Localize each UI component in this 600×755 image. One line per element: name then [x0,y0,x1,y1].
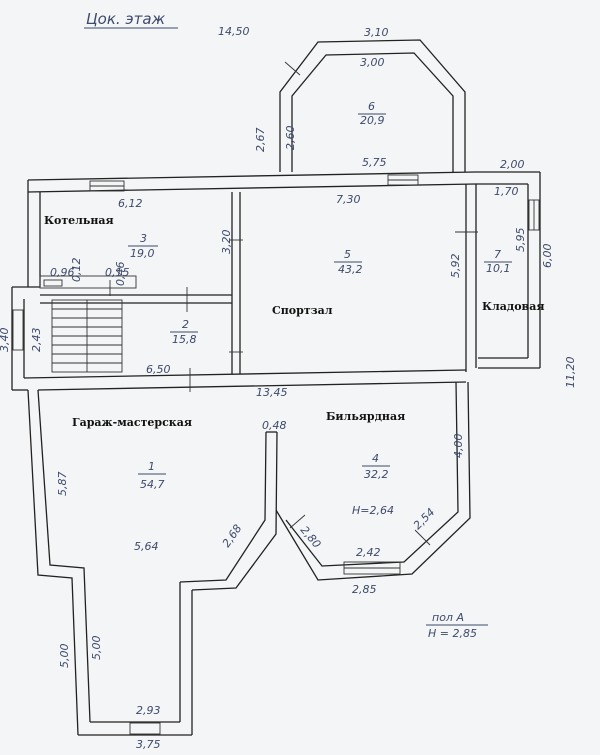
dim-storage-side-inner: 5,95 [514,228,527,253]
room-area: 54,7 [140,478,165,491]
room-5-tag: 5 43,2 [334,248,363,276]
dim-middle-width: 13,45 [256,386,288,399]
room-area: 32,2 [364,468,389,481]
room-area: 19,0 [130,247,155,260]
dim-corridor-bottom: 6,50 [146,363,171,376]
room-2-tag: 2 15,8 [170,318,198,346]
dim-bay-right-wall: 2,54 [411,506,438,533]
dim-lower-left-outer: 5,00 [58,644,71,669]
room-area: 10,1 [486,262,511,275]
room-6-tag: 6 20,9 [358,100,386,127]
dim-left-height: 3,40 [0,328,11,353]
door-marks [109,231,478,392]
room-name-storage: Кладовая [482,300,544,313]
dim-billiard-right: 4,00 [452,434,465,459]
room-name-garage: Гараж-мастерская [72,416,192,429]
dim-storage-side-outer: 6,00 [541,244,554,269]
room-area: 20,9 [360,114,385,127]
dim-bay-bottom-inner: 2,42 [356,546,381,559]
room-number: 7 [494,248,501,261]
floor-note-line1: пол А [432,611,464,624]
dim-small-b: 0,12 [70,258,83,283]
staircase [39,275,137,373]
room-4-tag: 4 32,2 H=2,64 [352,452,394,517]
room-area: 43,2 [338,263,363,276]
room-number: 2 [182,318,189,331]
dim-garage-left-outer: 5,87 [56,472,69,497]
dim-bay-top-outer: 3,10 [364,26,389,39]
dim-storage-top-outer: 2,00 [500,158,525,171]
dim-small-c: 0,15 [105,266,130,279]
room-number: 3 [140,232,147,245]
room-1-tag: 1 54,7 [138,460,166,491]
dim-gym-top: 7,30 [336,193,361,206]
dim-overall-height: 11,20 [564,357,577,389]
walls [11,39,541,736]
dim-bottom-inner: 2,93 [136,704,161,717]
dim-bay-top-inner: 3,00 [360,56,385,69]
dim-boiler-side: 3,20 [220,230,233,255]
room-height-note: H=2,64 [352,504,394,517]
dim-bay-left-wall: 2,80 [298,524,324,551]
room-7-tag: 7 10,1 [484,248,512,275]
floor-note-line2: H = 2,85 [428,627,477,640]
dim-gym-side: 5,92 [449,254,462,279]
room-number: 6 [368,100,375,113]
room-number: 5 [344,248,351,261]
room-number: 4 [372,452,379,465]
windows [12,61,540,735]
dim-garage-left-inner: 5,64 [134,540,159,553]
dim-bay-side-inner: 2,60 [284,126,297,151]
dim-garage-diag: 2,68 [220,522,245,550]
dim-boiler-top: 6,12 [118,197,143,210]
dim-bay-bottom: 5,75 [362,156,387,169]
floor-note: пол А H = 2,85 [426,611,488,640]
dim-small-d: 0,46 [114,262,127,287]
room-area: 15,8 [172,333,197,346]
room-3-tag: 3 19,0 [128,232,158,260]
dim-bay-bottom-outer: 2,85 [352,583,377,596]
room-name-boiler: Котельная [44,214,114,227]
dim-bay-side-outer: 2,67 [254,128,267,153]
dim-lower-left-inner: 5,00 [90,636,103,661]
dim-stair-height: 2,43 [30,328,43,353]
room-number: 1 [148,460,155,473]
dim-billiard-post: 0,48 [262,419,287,432]
room-name-billiard: Бильярдная [326,410,405,423]
dim-small-a: 0,96 [50,266,75,279]
dim-bottom-outer: 3,75 [136,738,161,751]
room-name-gym: Спортзал [272,304,333,317]
dim-overall-width: 14,50 [218,25,250,38]
dim-storage-top-inner: 1,70 [494,185,519,198]
floor-title: Цок. этаж [86,10,166,28]
